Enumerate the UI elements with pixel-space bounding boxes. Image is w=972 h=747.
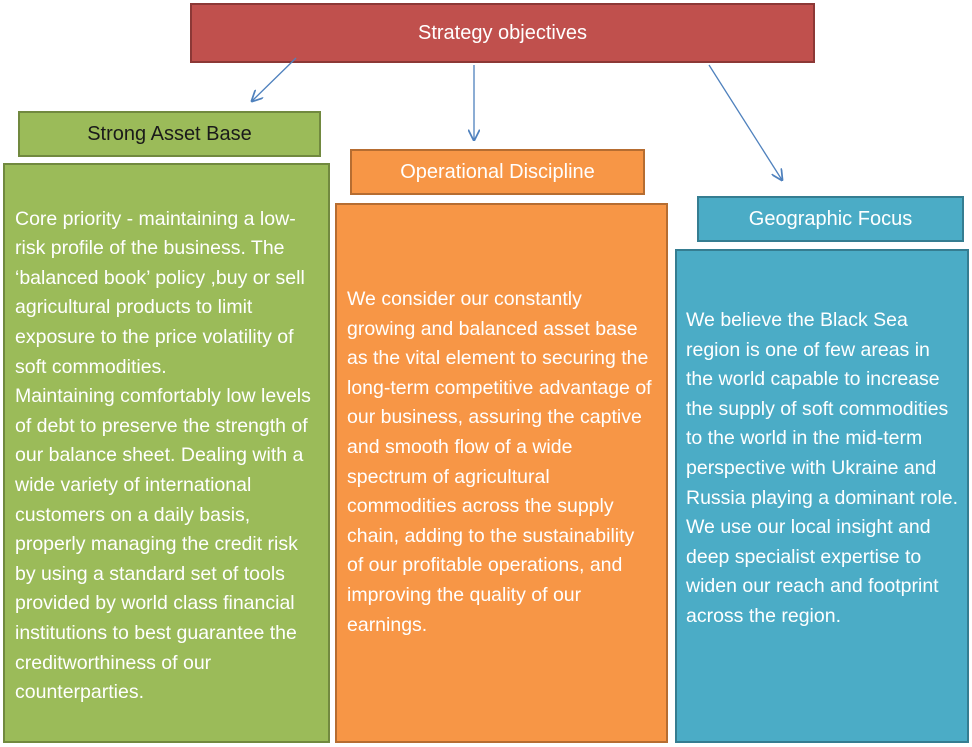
strong-asset-base-body: Core priority - maintaining a low-risk p…: [3, 163, 330, 743]
strategy-objectives-label: Strategy objectives: [418, 21, 587, 44]
strong-asset-base-text: Core priority - maintaining a low-risk p…: [15, 207, 311, 704]
geographic-focus-text: We believe the Black Sea region is one o…: [686, 309, 959, 627]
strategy-objectives-box: Strategy objectives: [190, 3, 815, 63]
strong-asset-base-title: Strong Asset Base: [87, 122, 252, 145]
operational-discipline-text: We consider our constantly growing and b…: [347, 288, 652, 636]
geographic-focus-header: Geographic Focus: [697, 196, 964, 242]
geographic-focus-body: We believe the Black Sea region is one o…: [675, 249, 969, 743]
operational-discipline-title: Operational Discipline: [400, 160, 595, 183]
geographic-focus-title: Geographic Focus: [748, 207, 913, 230]
operational-discipline-header: Operational Discipline: [350, 149, 645, 195]
arrow-to-strong-asset-base: [252, 57, 297, 101]
operational-discipline-body: We consider our constantly growing and b…: [335, 203, 668, 743]
strong-asset-base-header: Strong Asset Base: [18, 111, 321, 157]
arrow-to-geographic-focus: [708, 64, 782, 180]
